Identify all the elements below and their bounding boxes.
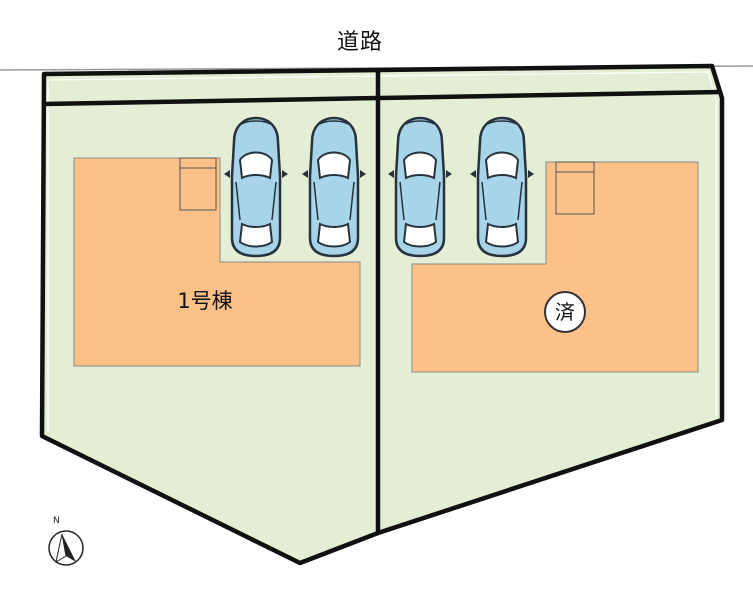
lot-1-entry: [179, 157, 217, 211]
car-4: [468, 116, 536, 258]
lot-1-label: 1号棟: [177, 289, 233, 313]
north-label: N: [53, 516, 60, 526]
lot-2-entry: [555, 161, 595, 215]
car-3: [386, 116, 454, 258]
site-boundary: [39, 63, 725, 566]
car-1: [222, 116, 290, 258]
compass-icon: [48, 530, 84, 566]
lot-2-building: [411, 161, 699, 373]
lot-1-building: [73, 157, 361, 367]
road-label: 道路: [336, 30, 383, 55]
sold-badge: 済: [544, 291, 586, 333]
car-2: [300, 116, 368, 258]
